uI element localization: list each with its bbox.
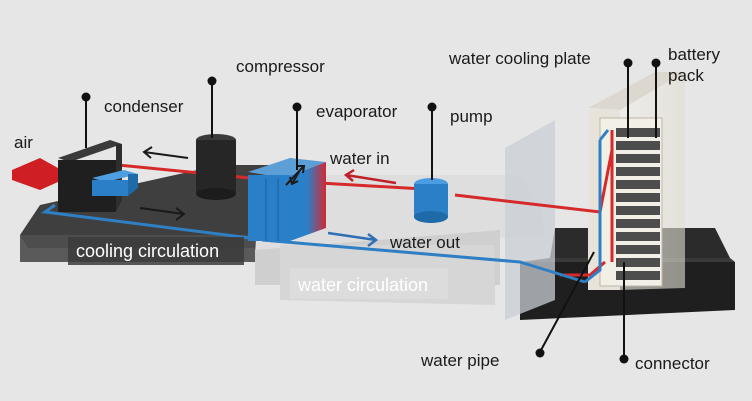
label-condenser: condenser — [104, 97, 184, 116]
label-water-in: water in — [330, 149, 390, 168]
air-outlet-arrow — [12, 158, 58, 190]
pump-unit — [414, 178, 448, 223]
label-compressor: compressor — [236, 57, 325, 76]
label-battery-pack: battery pack — [668, 45, 720, 86]
flow-arrows — [139, 146, 306, 221]
cold-pipe — [40, 129, 610, 284]
callout-dots — [81, 58, 661, 364]
label-water-out: water out — [390, 233, 460, 252]
water-in-arrow — [343, 168, 397, 185]
label-water-cooling-plate: water cooling plate — [449, 49, 591, 68]
label-evaporator: evaporator — [316, 102, 398, 121]
evaporator-unit — [248, 158, 326, 241]
cooling-band — [68, 237, 244, 265]
water-band — [290, 268, 448, 299]
partition-panel — [505, 120, 555, 320]
battery-cells — [616, 128, 660, 280]
label-pump: pump — [450, 107, 493, 126]
callout-pins — [85, 64, 657, 358]
label-air: air — [14, 133, 33, 152]
expansion-block — [92, 170, 138, 196]
water-out-arrow — [327, 231, 379, 247]
label-connector: connector — [635, 354, 710, 373]
label-cooling-circulation: cooling circulation — [76, 241, 220, 261]
label-water-circulation: water circulation — [298, 275, 429, 295]
compressor-unit — [196, 134, 236, 200]
label-water-pipe: water pipe — [421, 351, 500, 370]
